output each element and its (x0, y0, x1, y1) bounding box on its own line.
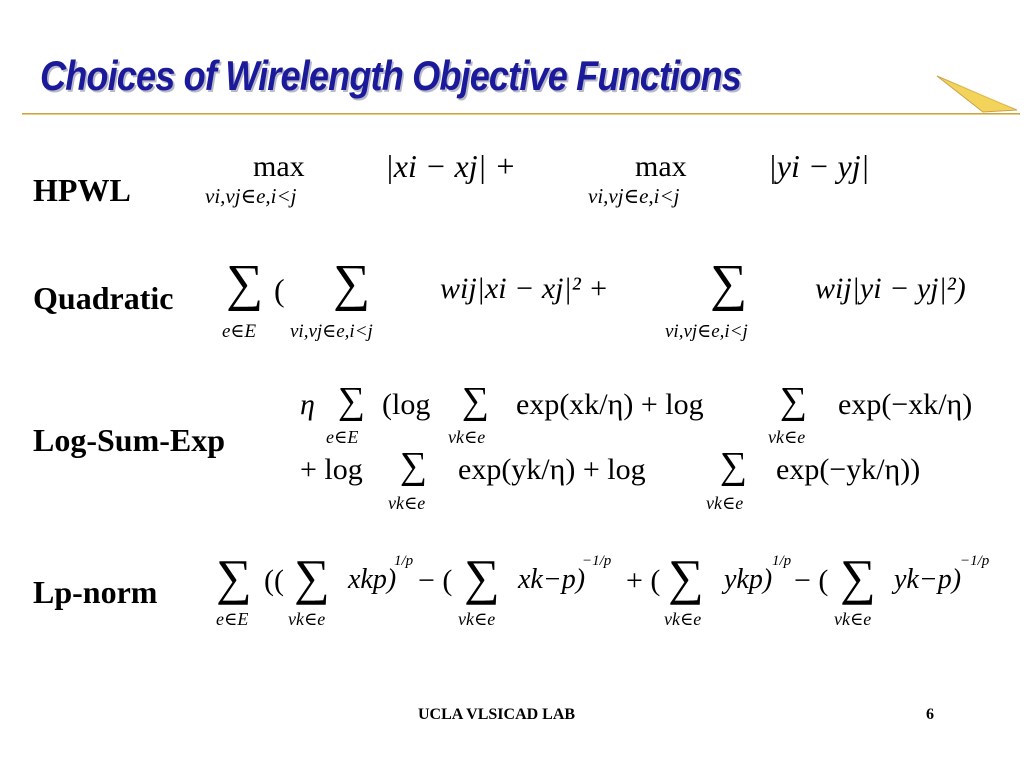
max-subscript: vi,vj∈e,i<j (588, 184, 680, 208)
sum-symbol: ∑ (840, 549, 876, 605)
x-neg-power-term: xk−p) (518, 564, 586, 595)
abs-x-term: |xi − xj| + (385, 148, 516, 184)
sum-symbol: ∑ (333, 255, 371, 312)
open-paren: ( (274, 272, 285, 308)
sum-subscript: vi,vj∈e,i<j (665, 321, 748, 342)
label-log-sum-exp: Log-Sum-Exp (33, 422, 226, 458)
eta-symbol: η (300, 388, 315, 421)
exp-term: exp(xk/η) + log (516, 388, 704, 421)
y-power-term: ykp) (724, 564, 773, 595)
sum-symbol: ∑ (338, 380, 366, 422)
sum-subscript: vk∈e (664, 609, 702, 629)
sum-symbol: ∑ (226, 255, 264, 312)
abs-y-term: |yi − yj| (768, 148, 870, 184)
sum-subscript: e∈E (216, 609, 249, 629)
slide-title: Choices of Wirelength Objective Function… (40, 52, 742, 99)
sum-subscript: vk∈e (288, 609, 326, 629)
exponent: −1/p (960, 553, 990, 569)
y-neg-power-term: yk−p) (894, 564, 962, 595)
exp-term: exp(−xk/η) (838, 388, 973, 421)
log-term: (log (382, 388, 431, 421)
sum-symbol: ∑ (720, 445, 748, 487)
max-operator: max (635, 150, 687, 183)
sum-subscript: vk∈e (448, 427, 486, 447)
sum-subscript: vk∈e (388, 493, 426, 513)
exponent: −1/p (582, 553, 612, 569)
minus-operator: − ( (418, 564, 453, 597)
exponent: 1/p (394, 553, 414, 569)
weighted-x-term: wij|xi − xj|² + (440, 272, 609, 305)
sum-symbol: ∑ (710, 255, 748, 312)
title-underline (22, 113, 1020, 115)
label-hpwl: HPWL (33, 172, 131, 208)
sum-subscript: vi,vj∈e,i<j (290, 321, 373, 342)
x-power-term: xkp) (348, 564, 397, 595)
label-lp-norm: Lp-norm (33, 574, 158, 610)
sum-symbol: ∑ (294, 549, 330, 605)
label-quadratic: Quadratic (33, 280, 174, 316)
sum-subscript: vk∈e (458, 609, 496, 629)
sum-symbol: ∑ (400, 445, 428, 487)
footer-lab-name: UCLA VLSICAD LAB (418, 706, 576, 723)
open-paren: (( (264, 564, 284, 597)
weighted-y-term: wij|yi − yj|²) (815, 272, 966, 305)
log-term: + log (300, 453, 363, 486)
sum-symbol: ∑ (216, 549, 252, 605)
sum-subscript: vk∈e (768, 427, 806, 447)
exp-term: exp(−yk/η)) (776, 453, 921, 486)
sum-symbol: ∑ (462, 380, 490, 422)
sum-symbol: ∑ (464, 549, 500, 605)
plus-operator: + ( (626, 564, 661, 597)
sum-subscript: vk∈e (834, 609, 872, 629)
max-subscript: vi,vj∈e,i<j (205, 184, 297, 208)
sum-subscript: e∈E (222, 321, 257, 342)
page-number: 6 (926, 706, 934, 723)
pointer-arrow-icon (936, 75, 1018, 113)
sum-subscript: e∈E (326, 427, 359, 447)
exp-term: exp(yk/η) + log (458, 453, 646, 486)
minus-operator: − ( (794, 564, 829, 597)
sum-subscript: vk∈e (706, 493, 744, 513)
sum-symbol: ∑ (780, 380, 808, 422)
exponent: 1/p (772, 553, 792, 569)
max-operator: max (253, 150, 305, 183)
sum-symbol: ∑ (668, 549, 704, 605)
